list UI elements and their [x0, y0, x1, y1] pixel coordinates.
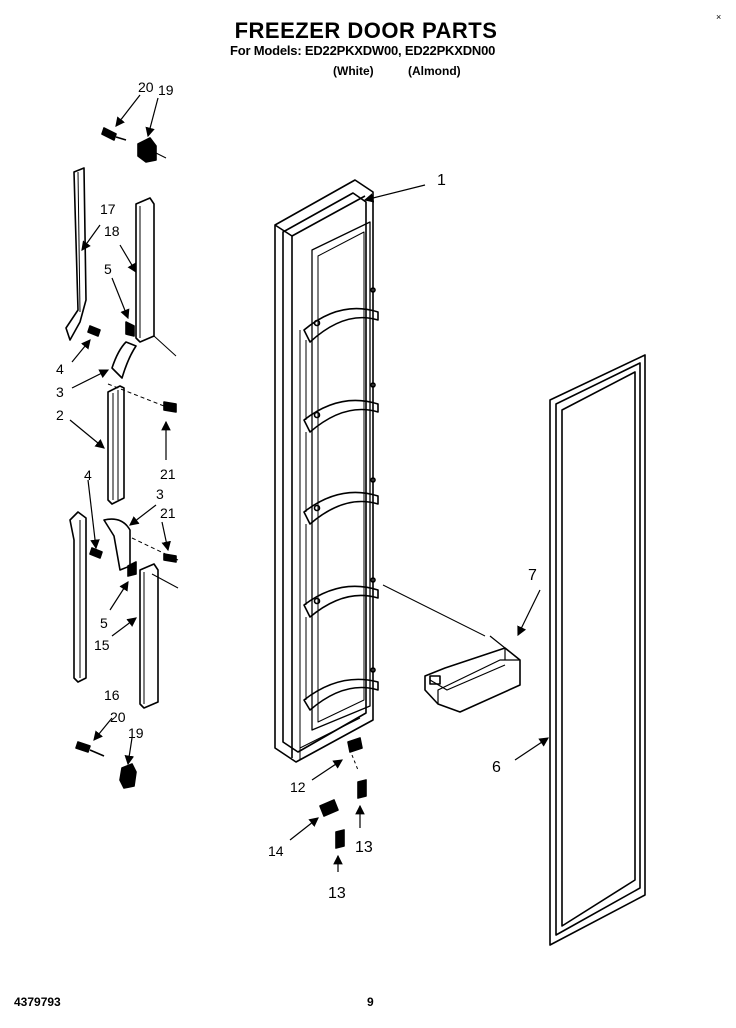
- lower-bracket-part: [89, 518, 179, 589]
- door-gasket-part: [549, 354, 646, 946]
- upper-handle-part: [135, 197, 177, 357]
- callout-17: 17: [100, 201, 116, 217]
- top-screw-part: [101, 127, 127, 141]
- variant-white: (White): [333, 64, 374, 78]
- freezer-door-part: [274, 179, 379, 763]
- bottom-hinge-bracket-part: [319, 737, 367, 849]
- models-line: For Models: ED22PKXDW00, ED22PKXDN00: [230, 43, 496, 58]
- page-title: FREEZER DOOR PARTS: [234, 18, 498, 43]
- lower-trim-strip-part: [69, 511, 87, 683]
- callout-16: 16: [104, 687, 120, 703]
- upper-trim-strip-part: [65, 167, 87, 341]
- callout-1: 1: [437, 172, 446, 189]
- variant-almond: (Almond): [408, 64, 461, 78]
- callout-12: 12: [290, 779, 306, 795]
- callout-21a: 21: [160, 466, 176, 482]
- callout-3b: 3: [156, 486, 164, 502]
- callout-20a: 20: [138, 79, 154, 95]
- corner-mark: ×: [716, 12, 722, 22]
- bottom-hinge-part: [119, 763, 137, 789]
- top-hinge-part: [137, 137, 167, 163]
- callout-13b: 13: [328, 885, 346, 902]
- callout-13a: 13: [355, 839, 373, 856]
- callout-4a: 4: [56, 361, 64, 377]
- callout-5b: 5: [100, 615, 108, 631]
- callout-5a: 5: [104, 261, 112, 277]
- callout-19a: 19: [158, 82, 174, 98]
- document-number: 4379793: [14, 995, 61, 1009]
- callout-6: 6: [492, 759, 501, 776]
- callout-21b: 21: [160, 505, 176, 521]
- callout-2: 2: [56, 407, 64, 423]
- callout-19b: 19: [128, 725, 144, 741]
- page-number: 9: [367, 995, 374, 1009]
- callout-20b: 20: [110, 709, 126, 725]
- bottom-screw-part: [75, 741, 105, 757]
- callout-7: 7: [528, 567, 537, 584]
- callout-15: 15: [94, 637, 110, 653]
- lower-handle-part: [127, 561, 159, 709]
- door-bin-part: [424, 635, 521, 713]
- upper-bracket-part: [87, 321, 177, 413]
- callout-3a: 3: [56, 384, 64, 400]
- callout-18: 18: [104, 223, 120, 239]
- callout-labels: 1 7 6 12 13 14 13 20 19 17 18 5 4 3 2 21…: [56, 79, 537, 902]
- handle-part: [107, 385, 125, 505]
- callout-14: 14: [268, 843, 284, 859]
- callout-4b: 4: [84, 467, 92, 483]
